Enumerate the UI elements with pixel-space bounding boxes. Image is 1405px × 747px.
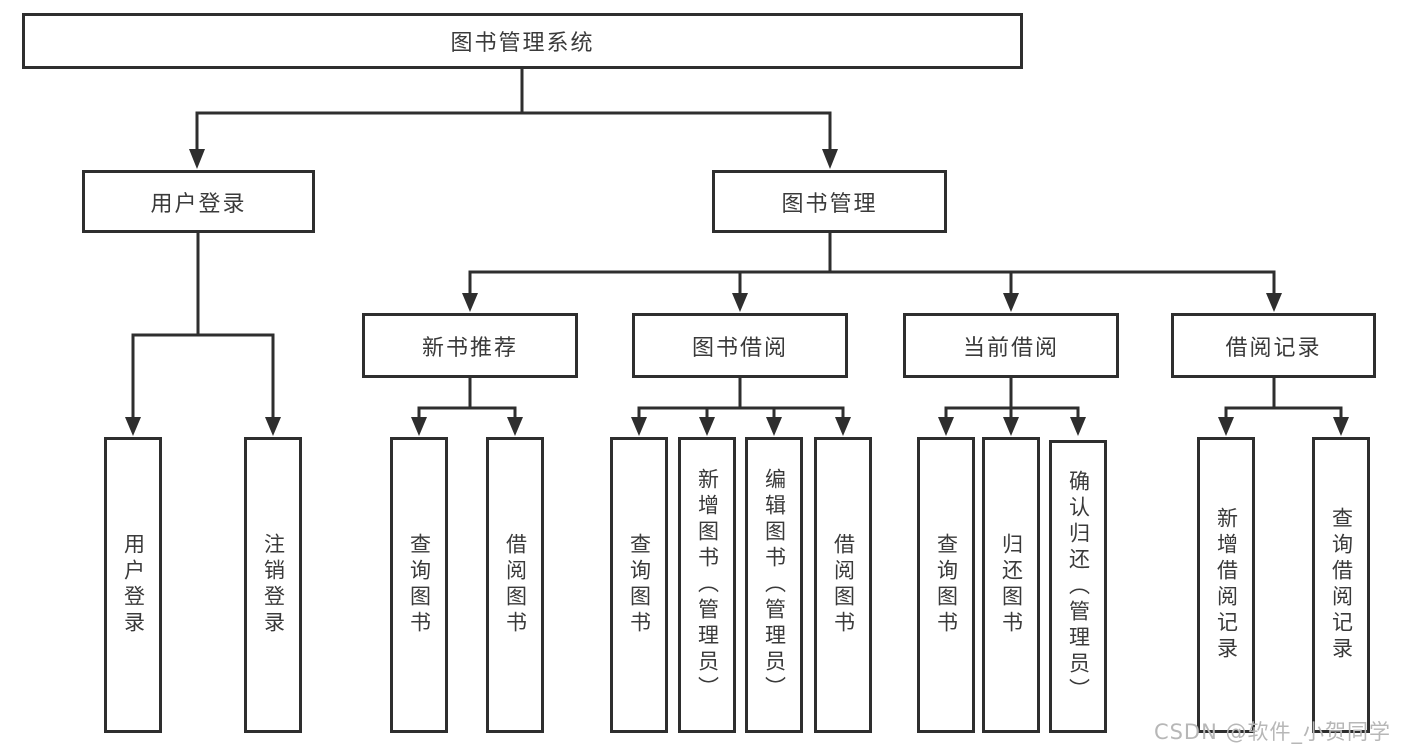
- node-label: 借阅记录: [1225, 335, 1322, 361]
- arrowhead-icon: [1070, 417, 1086, 436]
- node-current-borrowing: 当前借阅: [903, 313, 1119, 378]
- arrowhead-group: [125, 149, 1349, 436]
- node-book-borrowing: 图书借阅: [632, 313, 848, 378]
- csdn-watermark: CSDN @软件_小贺同学: [1153, 720, 1391, 744]
- leaf-query-borrow-record: 查询借阅记录: [1312, 437, 1370, 733]
- leaf-user-login: 用户登录: [104, 437, 162, 733]
- leaf-label: 确认归还（管理员）: [1066, 469, 1091, 704]
- leaf-label: 编辑图书（管理员）: [762, 468, 787, 702]
- leaf-label: 用户登录: [121, 533, 146, 637]
- node-label: 当前借阅: [962, 335, 1059, 361]
- leaf-add-borrow-record: 新增借阅记录: [1197, 437, 1255, 733]
- arrowhead-icon: [835, 417, 851, 436]
- arrowhead-icon: [938, 417, 954, 436]
- leaf-return-books: 归还图书: [982, 437, 1040, 733]
- arrowhead-icon: [631, 417, 647, 436]
- leaf-label: 借阅图书: [503, 533, 528, 637]
- node-borrowing-records: 借阅记录: [1171, 313, 1376, 378]
- arrowhead-icon: [462, 293, 478, 312]
- leaf-add-books-admin: 新增图书（管理员）: [678, 437, 736, 733]
- node-user-login: 用户登录: [82, 170, 315, 233]
- arrowhead-icon: [1333, 417, 1349, 436]
- arrowhead-icon: [507, 417, 523, 436]
- arrowhead-icon: [1266, 293, 1282, 312]
- leaf-label: 新增借阅记录: [1214, 507, 1239, 663]
- arrowhead-icon: [732, 293, 748, 312]
- leaf-query-books: 查询图书: [917, 437, 975, 733]
- arrowhead-icon: [189, 149, 205, 169]
- leaf-label: 新增图书（管理员）: [695, 468, 720, 702]
- arrowhead-icon: [1218, 417, 1234, 436]
- leaf-label: 查询图书: [934, 533, 959, 637]
- arrowhead-icon: [125, 417, 141, 436]
- arrowhead-icon: [822, 149, 838, 169]
- leaf-label: 查询借阅记录: [1329, 507, 1354, 663]
- node-label: 图书管理: [781, 191, 878, 217]
- leaf-query-books: 查询图书: [610, 437, 668, 733]
- leaf-label: 注销登录: [261, 533, 286, 637]
- leaf-edit-books-admin: 编辑图书（管理员）: [745, 437, 803, 733]
- leaf-label: 借阅图书: [831, 533, 856, 637]
- arrowhead-icon: [411, 417, 427, 436]
- leaf-label: 查询图书: [407, 533, 432, 637]
- node-new-book-recommendation: 新书推荐: [362, 313, 578, 378]
- leaf-borrow-books: 借阅图书: [814, 437, 872, 733]
- leaf-logout: 注销登录: [244, 437, 302, 733]
- node-label: 用户登录: [150, 191, 247, 217]
- node-root-library-system: 图书管理系统: [22, 13, 1023, 69]
- node-label: 新书推荐: [421, 335, 518, 361]
- arrowhead-icon: [1003, 293, 1019, 312]
- arrowhead-icon: [265, 417, 281, 436]
- leaf-query-books: 查询图书: [390, 437, 448, 733]
- leaf-borrow-books: 借阅图书: [486, 437, 544, 733]
- node-book-management: 图书管理: [712, 170, 947, 233]
- node-label: 图书管理系统: [450, 31, 595, 56]
- edge-group: [131, 67, 1343, 420]
- node-label: 图书借阅: [691, 335, 788, 361]
- arrowhead-icon: [699, 417, 715, 436]
- leaf-label: 查询图书: [627, 533, 652, 637]
- arrowhead-icon: [766, 417, 782, 436]
- arrowhead-icon: [1003, 417, 1019, 436]
- leaf-label: 归还图书: [999, 533, 1024, 637]
- leaf-confirm-return-admin: 确认归还（管理员）: [1049, 440, 1107, 733]
